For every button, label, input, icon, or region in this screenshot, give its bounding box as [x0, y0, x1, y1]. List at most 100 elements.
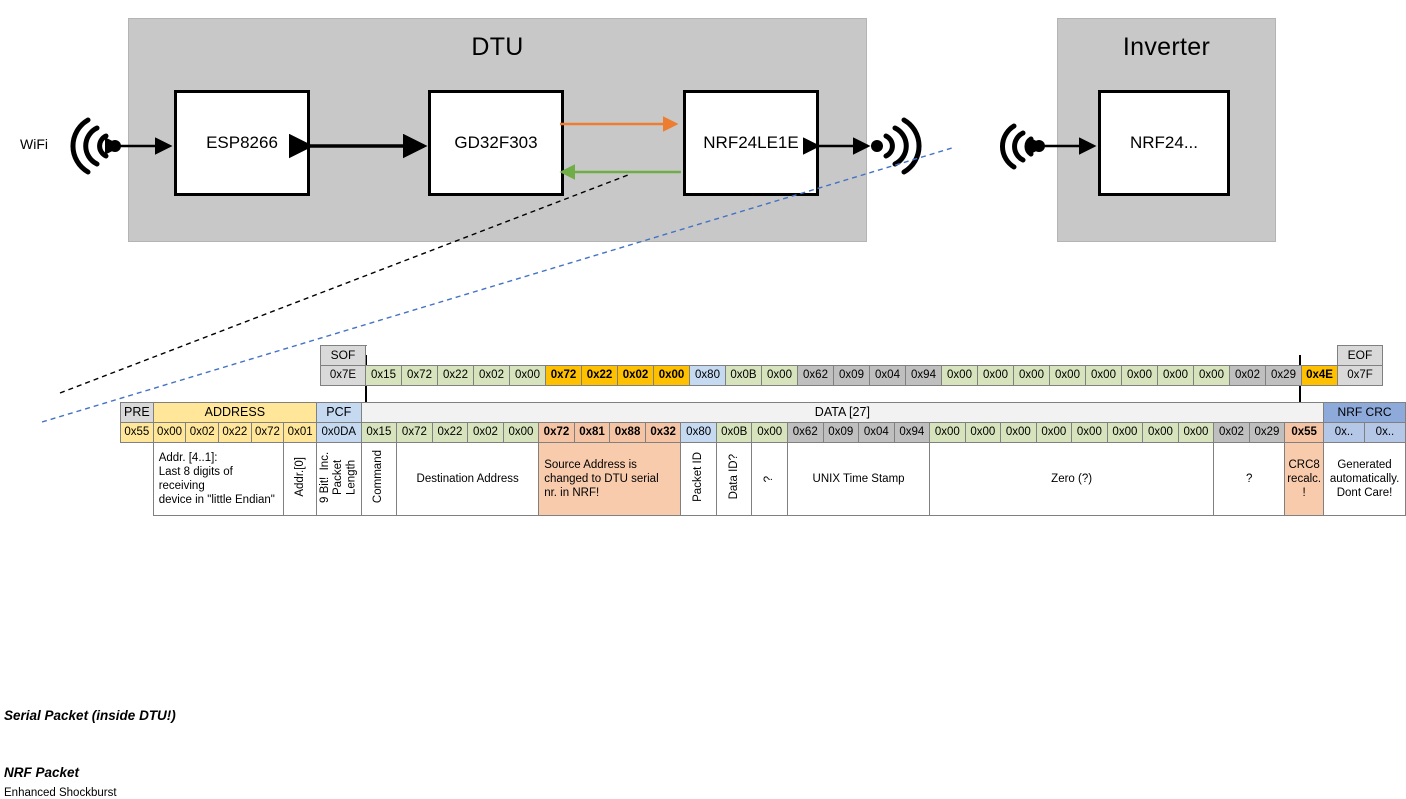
nrf-byte-9: 0x80	[680, 422, 717, 443]
serial-byte-18: 0x00	[1013, 365, 1050, 386]
desc-nrf-crc-line2: automatically.	[1329, 473, 1400, 485]
serial-byte-3: 0x02	[473, 365, 510, 386]
serial-byte-2: 0x22	[437, 365, 474, 386]
nrf-byte-14: 0x04	[858, 422, 895, 443]
serial-byte-9: 0x80	[689, 365, 726, 386]
desc-nrf-crc: Generated automatically. Dont Care!	[1323, 441, 1406, 517]
nrf-byte-addr-4: 0x01	[283, 422, 317, 443]
serial-byte-11: 0x00	[761, 365, 798, 386]
serial-header-spacer	[366, 346, 1338, 366]
serial-byte-19: 0x00	[1049, 365, 1086, 386]
serial-byte-21: 0x00	[1121, 365, 1158, 386]
nrf-byte-21: 0x00	[1106, 422, 1144, 443]
serial-packet-label: Serial Packet (inside DTU!)	[4, 708, 176, 723]
nrf-packet-table: PRE ADDRESS PCF DATA [27] NRF CRC 0x55 0…	[120, 402, 1406, 517]
chip-nrf24le1e-label: NRF24LE1E	[703, 133, 799, 152]
chip-nrf24-label: NRF24...	[1129, 133, 1199, 152]
nrf-byte-1: 0x72	[396, 422, 433, 443]
nrf-byte-15: 0x94	[893, 422, 931, 443]
desc-nrf-crc-line3: Dont Care!	[1336, 487, 1393, 500]
desc-crc8-line3: !	[1302, 487, 1306, 500]
nrf-byte-18: 0x00	[1000, 422, 1037, 443]
desc-unix-timestamp: UNIX Time Stamp	[786, 441, 931, 517]
desc-addr0-text: Addr.[0]	[293, 457, 306, 497]
desc-source-line1: Source Address is	[544, 458, 637, 471]
desc-crc8-line2: recalc.	[1287, 473, 1322, 485]
serial-header-row: SOF EOF	[320, 345, 1383, 366]
nrf-header-row: PRE ADDRESS PCF DATA [27] NRF CRC	[120, 402, 1406, 423]
nrf-crc-header: NRF CRC	[1323, 402, 1406, 423]
desc-unknown-2: ?	[1213, 441, 1286, 517]
serial-byte-25: 0x29	[1265, 365, 1302, 386]
chip-gd32f303: GD32F303	[428, 90, 564, 196]
serial-byte-17: 0x00	[977, 365, 1014, 386]
nrf-byte-5: 0x72	[538, 422, 575, 443]
nrf-byte-25: 0x29	[1248, 422, 1286, 443]
wifi-label: WiFi	[20, 136, 48, 152]
serial-byte-10: 0x0B	[725, 365, 762, 386]
pcf-header: PCF	[315, 402, 362, 423]
nrf-byte-addr-2: 0x22	[218, 422, 252, 443]
nrf-byte-11: 0x00	[751, 422, 788, 443]
desc-unknown-1: ?	[751, 441, 788, 517]
serial-byte-sof: 0x7E	[320, 365, 366, 386]
serial-byte-4: 0x00	[509, 365, 546, 386]
sof-header: SOF	[320, 345, 366, 366]
desc-packet-length: 9 Bit! Inc. Packet Length	[315, 441, 362, 517]
serial-byte-7: 0x02	[617, 365, 654, 386]
nrf-byte-8: 0x32	[644, 422, 682, 443]
chip-gd32f303-label: GD32F303	[454, 133, 538, 152]
serial-byte-15: 0x94	[905, 365, 942, 386]
desc-packet-length-text: 9 Bit! Inc. Packet Length	[318, 451, 358, 503]
serial-byte-16: 0x00	[941, 365, 978, 386]
nrf-byte-20: 0x00	[1071, 422, 1108, 443]
nrf-byte-2: 0x22	[431, 422, 469, 443]
nrf-byte-addr-0: 0x00	[152, 422, 187, 443]
nrf-byte-0: 0x15	[360, 422, 398, 443]
shockburst-label: Enhanced Shockburst	[4, 787, 117, 799]
packet-tables: Serial Packet (inside DTU!) NRF Packet E…	[0, 340, 1406, 799]
nrf-byte-23: 0x00	[1177, 422, 1215, 443]
desc-nrf-crc-line1: Generated	[1337, 458, 1392, 471]
desc-data-id: Data ID?	[715, 441, 753, 517]
desc-address-line1: Addr. [4..1]:	[158, 451, 218, 464]
nrf-byte-4: 0x00	[502, 422, 540, 443]
serial-byte-13: 0x09	[833, 365, 870, 386]
desc-spacer-pre	[121, 443, 154, 516]
serial-byte-8: 0x00	[653, 365, 690, 386]
desc-source-line3: nr. in NRF!	[544, 487, 600, 500]
address-header: ADDRESS	[152, 402, 317, 423]
nrf-byte-addr-3: 0x72	[250, 422, 285, 443]
desc-crc8: CRC8 recalc. !	[1284, 441, 1325, 517]
desc-addr0: Addr.[0]	[283, 441, 317, 517]
serial-byte-23: 0x00	[1193, 365, 1230, 386]
desc-address-line2: Last 8 digits of receiving	[158, 465, 233, 492]
nrf-byte-10: 0x0B	[715, 422, 753, 443]
nrf-byte-16: 0x00	[929, 422, 966, 443]
serial-byte-20: 0x00	[1085, 365, 1122, 386]
nrf-byte-addr-1: 0x02	[185, 422, 219, 443]
serial-byte-14: 0x04	[869, 365, 906, 386]
desc-crc8-line1: CRC8	[1288, 458, 1320, 471]
nrf-byte-pre: 0x55	[120, 422, 154, 443]
desc-source: Source Address is changed to DTU serial …	[538, 441, 682, 517]
desc-zero: Zero (?)	[929, 441, 1215, 517]
inverter-title: Inverter	[1122, 33, 1211, 61]
data-header: DATA [27]	[360, 402, 1325, 423]
nrf-byte-19: 0x00	[1035, 422, 1073, 443]
eof-header: EOF	[1337, 345, 1383, 366]
serial-byte-12: 0x62	[797, 365, 834, 386]
nrf-byte-6: 0x81	[573, 422, 611, 443]
desc-destination: Destination Address	[396, 441, 540, 517]
desc-command: Command	[360, 441, 398, 517]
desc-command-text: Command	[372, 450, 385, 504]
nrf-byte-17: 0x00	[964, 422, 1002, 443]
chip-nrf24: NRF24...	[1098, 90, 1230, 196]
nrf-byte-crc-1: 0x..	[1363, 422, 1406, 443]
serial-byte-0: 0x15	[365, 365, 402, 386]
serial-byte-eof: 0x7F	[1337, 365, 1383, 386]
desc-source-line2: changed to DTU serial	[544, 473, 659, 485]
nrf-byte-pcf: 0x0DA	[315, 422, 362, 443]
serial-byte-26: 0x4E	[1301, 365, 1338, 386]
